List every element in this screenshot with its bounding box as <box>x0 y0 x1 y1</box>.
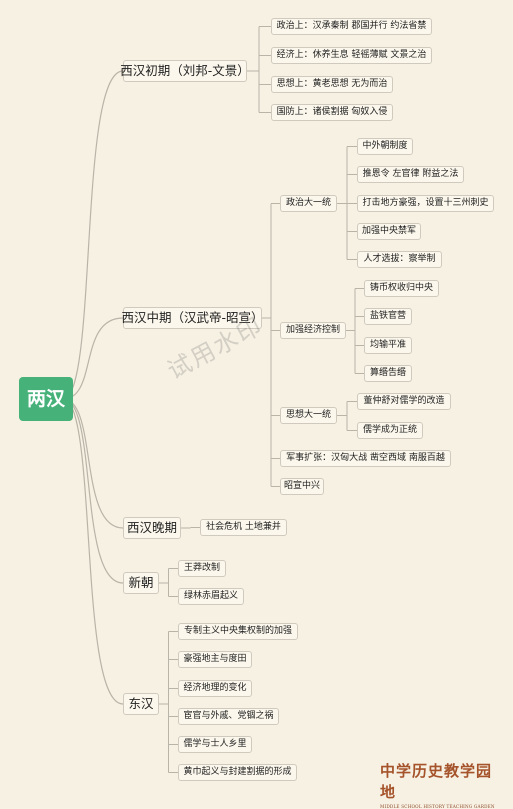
topic-node[interactable]: 国防上：诸侯割据 匈奴入侵 <box>271 104 393 121</box>
subtopic-node[interactable]: 加强中央禁军 <box>357 223 421 240</box>
topic-node[interactable]: 宦官与外戚、党锢之祸 <box>178 708 279 725</box>
topic-node[interactable]: 政治上：汉承秦制 郡国并行 约法省禁 <box>271 18 432 35</box>
branch-node[interactable]: 新朝 <box>123 572 159 594</box>
subtopic-node[interactable]: 铸币权收归中央 <box>364 280 439 297</box>
topic-node[interactable]: 专制主义中央集权制的加强 <box>178 623 298 640</box>
topic-node[interactable]: 绿林赤眉起义 <box>178 588 244 605</box>
connector-line <box>62 398 124 584</box>
topic-node[interactable]: 王莽改制 <box>178 560 226 577</box>
topic-node[interactable]: 豪强地主与度田 <box>178 651 252 668</box>
subtopic-node[interactable]: 推恩令 左官律 附益之法 <box>357 166 464 183</box>
subtopic-node[interactable]: 打击地方豪强，设置十三州刺史 <box>357 195 494 212</box>
branch-node[interactable]: 西汉初期（刘邦-文景） <box>120 60 250 82</box>
subtopic-node[interactable]: 盐铁官营 <box>364 308 412 325</box>
subtopic-node[interactable]: 中外朝制度 <box>357 138 413 155</box>
topic-node[interactable]: 军事扩张：汉匈大战 凿空西域 南服百越 <box>280 450 451 467</box>
topic-node[interactable]: 黄巾起义与封建割据的形成 <box>178 764 297 781</box>
topic-node[interactable]: 社会危机 土地兼并 <box>200 519 287 536</box>
publisher-logo: 中学历史教学园地 MIDDLE SCHOOL HISTORY TEACHING … <box>380 760 505 809</box>
connector-line <box>62 70 124 400</box>
topic-node[interactable]: 昭宣中兴 <box>280 478 324 495</box>
connector-line <box>62 398 124 705</box>
branch-node[interactable]: 东汉 <box>123 693 159 715</box>
topic-node[interactable]: 思想上：黄老思想 无为而治 <box>271 76 393 93</box>
topic-node[interactable]: 儒学与士人乡里 <box>178 736 252 753</box>
subtopic-node[interactable]: 算缗告缗 <box>364 365 412 382</box>
logo-title: 中学历史教学园地 <box>380 762 493 801</box>
subtopic-node[interactable]: 董仲舒对儒学的改造 <box>357 393 451 410</box>
topic-node[interactable]: 加强经济控制 <box>280 322 346 339</box>
topic-node[interactable]: 经济地理的变化 <box>178 680 252 697</box>
branch-node[interactable]: 西汉晚期 <box>123 517 181 539</box>
topic-node[interactable]: 思想大一统 <box>280 407 337 424</box>
logo-subtitle: MIDDLE SCHOOL HISTORY TEACHING GARDEN <box>380 804 495 809</box>
root-node[interactable]: 两汉 <box>19 377 73 421</box>
connector-line <box>62 398 124 529</box>
topic-node[interactable]: 政治大一统 <box>280 195 337 212</box>
topic-node[interactable]: 经济上：休养生息 轻徭薄赋 文景之治 <box>271 47 432 64</box>
subtopic-node[interactable]: 均输平准 <box>364 337 412 354</box>
subtopic-node[interactable]: 儒学成为正统 <box>357 422 423 439</box>
subtopic-node[interactable]: 人才选拔：察举制 <box>357 251 442 268</box>
branch-node[interactable]: 西汉中期（汉武帝-昭宣） <box>122 307 264 329</box>
